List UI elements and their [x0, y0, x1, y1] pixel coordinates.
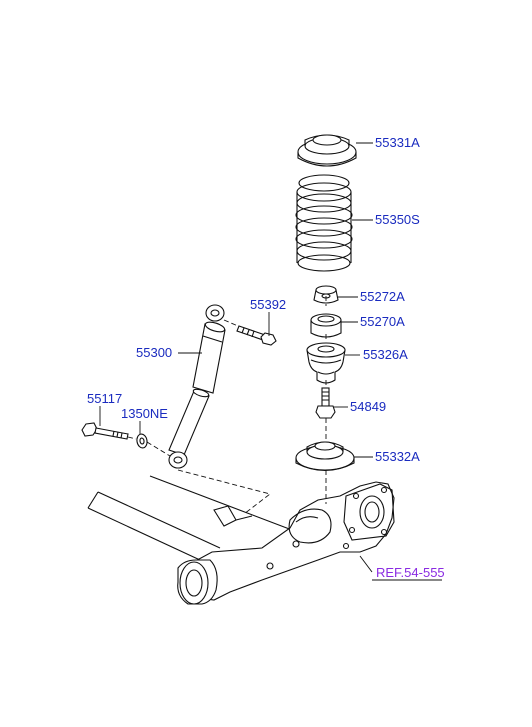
assembly-guide-lines — [127, 296, 327, 515]
label-bump-stopper[interactable]: 55326A — [363, 347, 408, 362]
part-labels: 55331A 55350S 55272A 55270A 55326A 54849… — [87, 135, 445, 580]
washer[interactable] — [136, 433, 148, 449]
upper-mount[interactable] — [310, 313, 342, 338]
label-lower-spring-pad[interactable]: 55332A — [375, 449, 420, 464]
label-washer[interactable]: 1350NE — [121, 406, 168, 421]
label-lower-bolt[interactable]: 55117 — [87, 391, 122, 406]
leader-lines — [99, 142, 442, 581]
label-upper-spring-pad[interactable]: 55331A — [375, 135, 420, 150]
label-upper-mount[interactable]: 55270A — [360, 314, 405, 329]
shock-absorber[interactable] — [168, 304, 226, 469]
label-mount-bolt[interactable]: 54849 — [350, 399, 386, 414]
reference-label[interactable]: REF.54-555 — [376, 565, 445, 580]
label-shock-absorber[interactable]: 55300 — [136, 345, 172, 360]
label-coil-spring[interactable]: 55350S — [375, 212, 420, 227]
bumper-cap[interactable] — [313, 285, 339, 304]
label-upper-bolt[interactable]: 55392 — [250, 297, 286, 312]
upper-bolt[interactable] — [236, 325, 277, 346]
label-bumper-cap[interactable]: 55272A — [360, 289, 405, 304]
lower-bolt[interactable] — [81, 422, 129, 440]
upper-spring-pad[interactable] — [297, 134, 357, 167]
coil-spring[interactable] — [295, 174, 353, 272]
bump-stopper[interactable] — [306, 342, 346, 384]
rear-axle-beam[interactable] — [87, 475, 395, 605]
lower-spring-pad[interactable] — [295, 441, 355, 472]
mount-bolt[interactable] — [315, 387, 336, 419]
